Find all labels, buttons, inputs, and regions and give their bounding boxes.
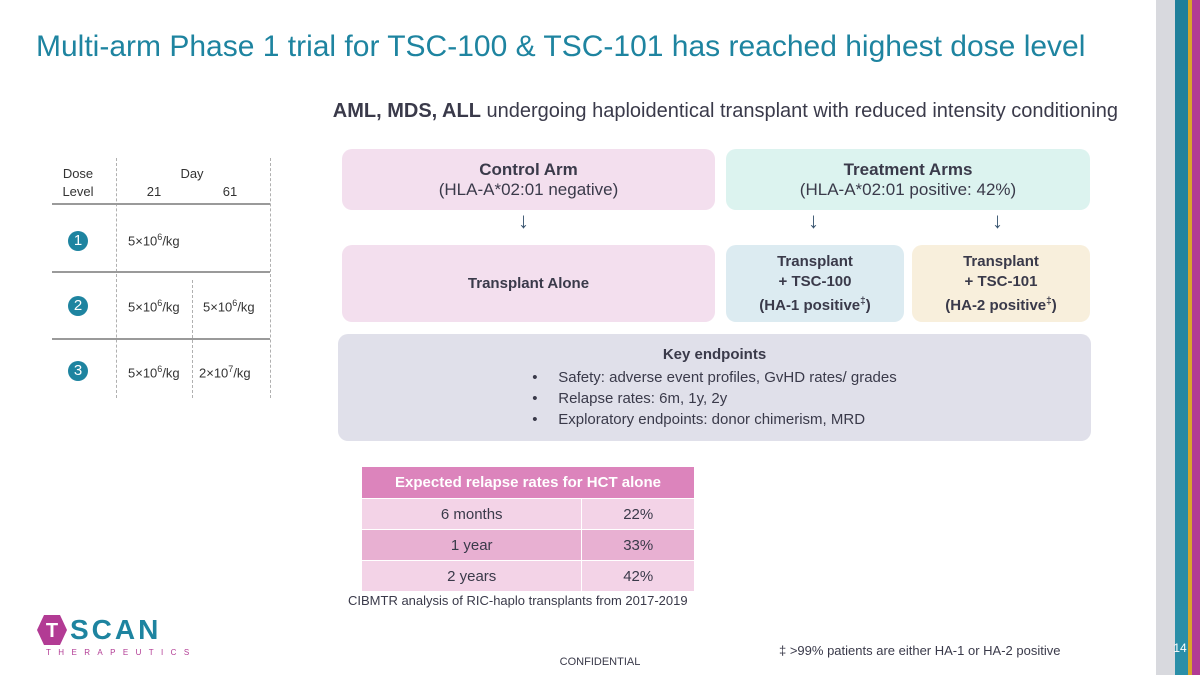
table-cell: 6 months [360,498,583,530]
edge-bar-teal [1175,0,1188,675]
transplant-alone-label: Transplant Alone [467,274,590,292]
list-item: •Safety: adverse event profiles, GvHD ra… [532,368,897,386]
arm-population: (HA-2 positive‡) [945,295,1057,314]
treatment-arms-title: Treatment Arms [843,159,973,179]
arrow-down-icon: ↓ [518,208,529,233]
page-number: 14 [1173,641,1187,655]
transplant-alone-box: Transplant Alone [342,245,715,322]
logo-wordmark: SCAN [70,614,162,645]
edge-bar-magenta [1192,0,1200,675]
footnote: ‡ >99% patients are either HA-1 or HA-2 … [779,643,1061,658]
logo-tagline: THERAPEUTICS [46,648,197,657]
arm-label: Transplant [963,252,1039,270]
table-cell: 33% [581,529,695,561]
dose-table-divider [270,158,271,398]
header-level: Level [62,184,94,199]
control-arm-subtitle: (HLA-A*02:01 negative) [438,179,619,199]
arm-population: (HA-1 positive‡) [759,295,871,314]
svg-text:T: T [46,620,58,642]
arm-drug: + TSC-100 [778,272,852,290]
logo-hexagon-icon: T [37,615,67,645]
treatment-arms-subtitle: (HLA-A*02:01 positive: 42%) [799,179,1017,199]
table-cell: 1 year [360,529,583,561]
key-endpoints-box: Key endpoints •Safety: adverse event pro… [338,334,1091,441]
dose-value: 5×106/kg [128,364,180,381]
arm-label: Transplant [777,252,853,270]
header-day-61: 61 [222,184,238,199]
relapse-table-header: Expected relapse rates for HCT alone [361,466,695,499]
relapse-rates-table: Expected relapse rates for HCT alone 6 m… [360,466,695,592]
arm-drug: + TSC-101 [964,272,1038,290]
tsc-101-arm-box: Transplant + TSC-101 (HA-2 positive‡) [912,245,1090,322]
treatment-arms-box: Treatment Arms (HLA-A*02:01 positive: 42… [726,149,1090,210]
relapse-table-source: CIBMTR analysis of RIC-haplo transplants… [348,593,688,608]
dose-table-rule [52,271,270,273]
dose-value: 5×106/kg [203,298,255,315]
dose-level-badge: 2 [68,296,88,316]
arrow-down-icon: ↓ [808,208,819,233]
edge-bar-gold [1188,0,1192,675]
header-day: Day [180,166,204,181]
list-item: •Relapse rates: 6m, 1y, 2y [532,389,728,407]
table-cell: 2 years [360,560,583,592]
slide-title: Multi-arm Phase 1 trial for TSC-100 & TS… [36,30,1086,63]
dose-level-badge: 1 [68,231,88,251]
slide-subtitle: AML, MDS, ALL undergoing haploidentical … [300,100,1118,123]
dose-value: 5×106/kg [128,298,180,315]
arrow-down-icon: ↓ [992,208,1003,233]
tscan-logo: T SCAN THERAPEUTICS [36,614,189,658]
dose-value: 5×106/kg [128,232,180,249]
header-dose: Dose [62,166,94,181]
dose-value: 2×107/kg [199,364,251,381]
list-item: •Exploratory endpoints: donor chimerism,… [532,410,866,428]
control-arm-box: Control Arm (HLA-A*02:01 negative) [342,149,715,210]
dose-table-rule [52,338,270,340]
key-endpoints-list: •Safety: adverse event profiles, GvHD ra… [532,367,897,430]
dose-table-rule [52,203,270,205]
dose-table-divider [116,158,117,398]
table-cell: 22% [581,498,695,530]
header-day-21: 21 [146,184,162,199]
dose-level-badge: 3 [68,361,88,381]
table-cell: 42% [581,560,695,592]
key-endpoints-title: Key endpoints [662,345,767,363]
confidential-label: CONFIDENTIAL [559,656,641,668]
tsc-100-arm-box: Transplant + TSC-100 (HA-1 positive‡) [726,245,904,322]
subtitle-diseases: AML, MDS, ALL [332,100,481,122]
control-arm-title: Control Arm [479,159,578,179]
subtitle-description: undergoing haploidentical transplant wit… [480,100,1118,122]
